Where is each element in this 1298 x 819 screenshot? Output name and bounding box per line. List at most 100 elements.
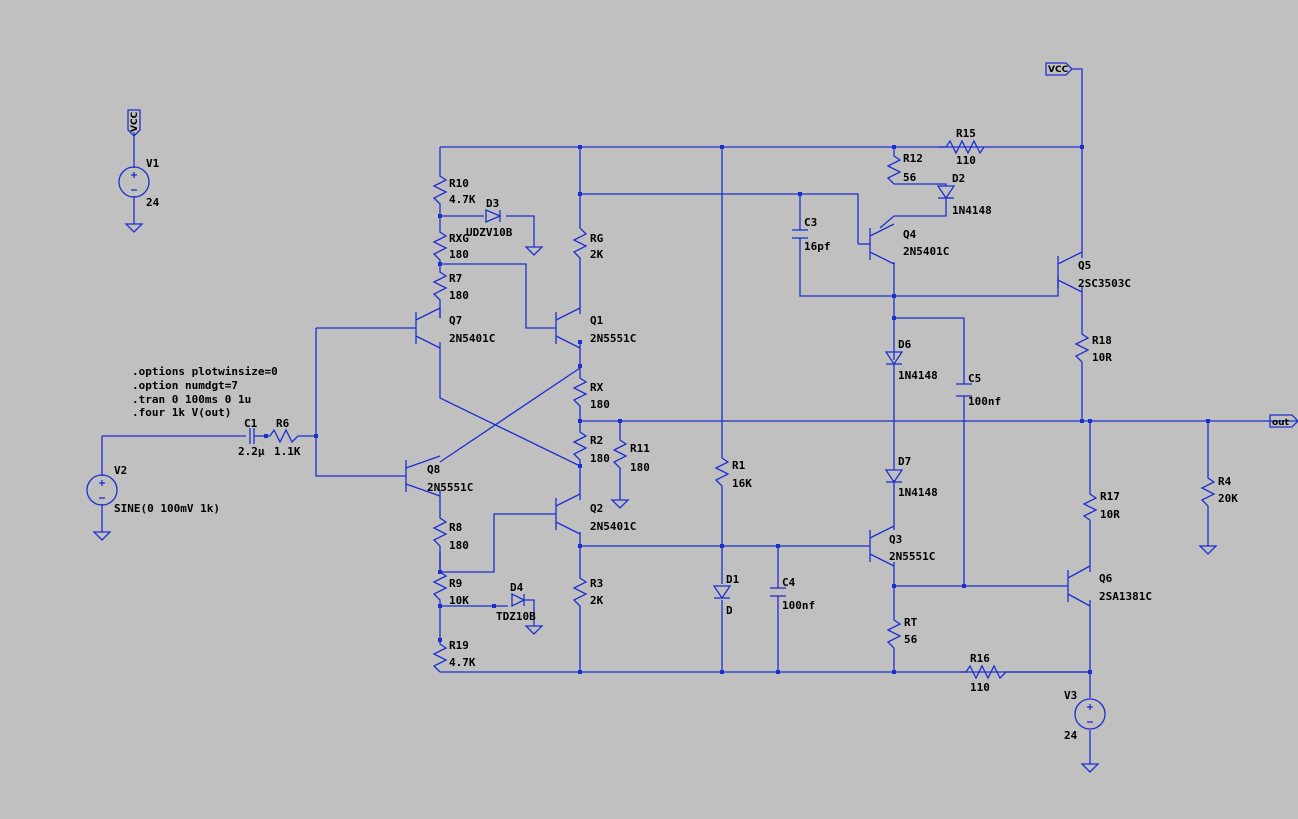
r1-name-label: R1 xyxy=(732,459,746,472)
c3-value-label: 16pf xyxy=(804,240,831,253)
d4-name-label: D4 xyxy=(510,581,524,594)
r9-value-label: 10K xyxy=(449,594,469,607)
r2-name-label: R2 xyxy=(590,434,603,447)
r16-value-label: 110 xyxy=(970,681,990,694)
rxg-name-label: RXG xyxy=(449,232,469,245)
rt-name-label: RT xyxy=(904,616,918,629)
r6-name-label: R6 xyxy=(276,417,290,430)
vcc-flag-left: VCC xyxy=(127,109,141,137)
c5-name-label: C5 xyxy=(968,372,981,385)
r18-value-label: 10R xyxy=(1092,351,1112,364)
r4-value-label: 20K xyxy=(1218,492,1238,505)
resistor-symbols xyxy=(266,139,1216,680)
r12-name-label: R12 xyxy=(903,152,923,165)
r3-value-label: 2K xyxy=(590,594,604,607)
q8-name-label: Q8 xyxy=(427,463,440,476)
directive-four: .four 1k V(out) xyxy=(132,406,231,419)
r6-value-label: 1.1K xyxy=(274,445,301,458)
d3-value-label: UDZV10B xyxy=(466,226,513,239)
ground-symbols xyxy=(92,223,1218,773)
d1-name-label: D1 xyxy=(726,573,740,586)
r2-value-label: 180 xyxy=(590,452,610,465)
q7-value-label: 2N5401C xyxy=(449,332,495,345)
c4-name-label: C4 xyxy=(782,576,796,589)
d2-name-label: D2 xyxy=(952,172,965,185)
directive-numdgt: .option numdgt=7 xyxy=(132,379,238,392)
q3-value-label: 2N5551C xyxy=(889,550,935,563)
vcc-vcc-label: VCC xyxy=(1048,65,1069,75)
r3-name-label: R3 xyxy=(590,577,603,590)
c3-name-label: C3 xyxy=(804,216,817,229)
d2-value-label: 1N4148 xyxy=(952,204,992,217)
d6-name-label: D6 xyxy=(898,338,912,351)
directives: .options plotwinsize=0 .option numdgt=7 … xyxy=(132,365,278,419)
c1-name-label: C1 xyxy=(244,417,258,430)
d1-value-label: D xyxy=(726,604,733,617)
r16-name-label: R16 xyxy=(970,652,990,665)
d7-value-label: 1N4148 xyxy=(898,486,938,499)
r15-name-label: R15 xyxy=(956,127,976,140)
d6-value-label: 1N4148 xyxy=(898,369,938,382)
q4-name-label: Q4 xyxy=(903,228,917,241)
c1-value-label: 2.2µ xyxy=(238,445,265,458)
v2-value-label: SINE(0 100mV 1k) xyxy=(114,502,220,515)
directive-tran: .tran 0 100ms 0 1u xyxy=(132,393,251,406)
v3-name-label: V3 xyxy=(1064,689,1077,702)
vcc-flag-right: VCC xyxy=(1045,62,1073,76)
q4-value-label: 2N5401C xyxy=(903,245,949,258)
directive-options: .options plotwinsize=0 xyxy=(132,365,278,378)
r19-value-label: 4.7K xyxy=(449,656,476,669)
transistor-symbols xyxy=(405,222,1091,607)
r8-name-label: R8 xyxy=(449,521,462,534)
q7-name-label: Q7 xyxy=(449,314,462,327)
v1-value-label: 24 xyxy=(146,196,160,209)
junction-dots xyxy=(264,145,1210,674)
q8-value-label: 2N5551C xyxy=(427,481,473,494)
r17-value-label: 10R xyxy=(1100,508,1120,521)
rg-name-label: RG xyxy=(590,232,604,245)
d4-value-label: TDZ10B xyxy=(496,610,536,623)
rt-value-label: 56 xyxy=(904,633,918,646)
capacitor-labels: C1 2.2µ C3 16pf C4 100nf C5 100nf xyxy=(238,216,1001,612)
r10-name-label: R10 xyxy=(449,177,469,190)
diode-symbols xyxy=(485,185,956,608)
v1-name-label: V1 xyxy=(146,157,160,170)
capacitor-symbols xyxy=(249,229,972,597)
c5-value-label: 100nf xyxy=(968,395,1001,408)
v2-name-label: V2 xyxy=(114,464,127,477)
r15-value-label: 110 xyxy=(956,154,976,167)
out-flag: out xyxy=(1269,414,1298,428)
r7-value-label: 180 xyxy=(449,289,469,302)
rx-name-label: RX xyxy=(590,381,604,394)
v3-value-label: 24 xyxy=(1064,729,1078,742)
source-symbols xyxy=(86,166,1106,730)
q1-name-label: Q1 xyxy=(590,314,604,327)
q6-name-label: Q6 xyxy=(1099,572,1113,585)
r19-name-label: R19 xyxy=(449,639,469,652)
r7-name-label: R7 xyxy=(449,272,462,285)
q5-value-label: 2SC3503C xyxy=(1078,277,1131,290)
rxg-value-label: 180 xyxy=(449,248,469,261)
r4-name-label: R4 xyxy=(1218,475,1232,488)
r8-value-label: 180 xyxy=(449,539,469,552)
q1-value-label: 2N5551C xyxy=(590,332,636,345)
rg-value-label: 2K xyxy=(590,248,604,261)
q2-name-label: Q2 xyxy=(590,502,603,515)
r11-name-label: R11 xyxy=(630,442,650,455)
q6-value-label: 2SA1381C xyxy=(1099,590,1152,603)
r1-value-label: 16K xyxy=(732,477,752,490)
d7-name-label: D7 xyxy=(898,455,911,468)
q3-name-label: Q3 xyxy=(889,533,902,546)
c4-value-label: 100nf xyxy=(782,599,815,612)
out-out-label: out xyxy=(1272,418,1290,428)
q5-name-label: Q5 xyxy=(1078,259,1091,272)
d3-name-label: D3 xyxy=(486,197,499,210)
r10-value-label: 4.7K xyxy=(449,193,476,206)
rx-value-label: 180 xyxy=(590,398,610,411)
